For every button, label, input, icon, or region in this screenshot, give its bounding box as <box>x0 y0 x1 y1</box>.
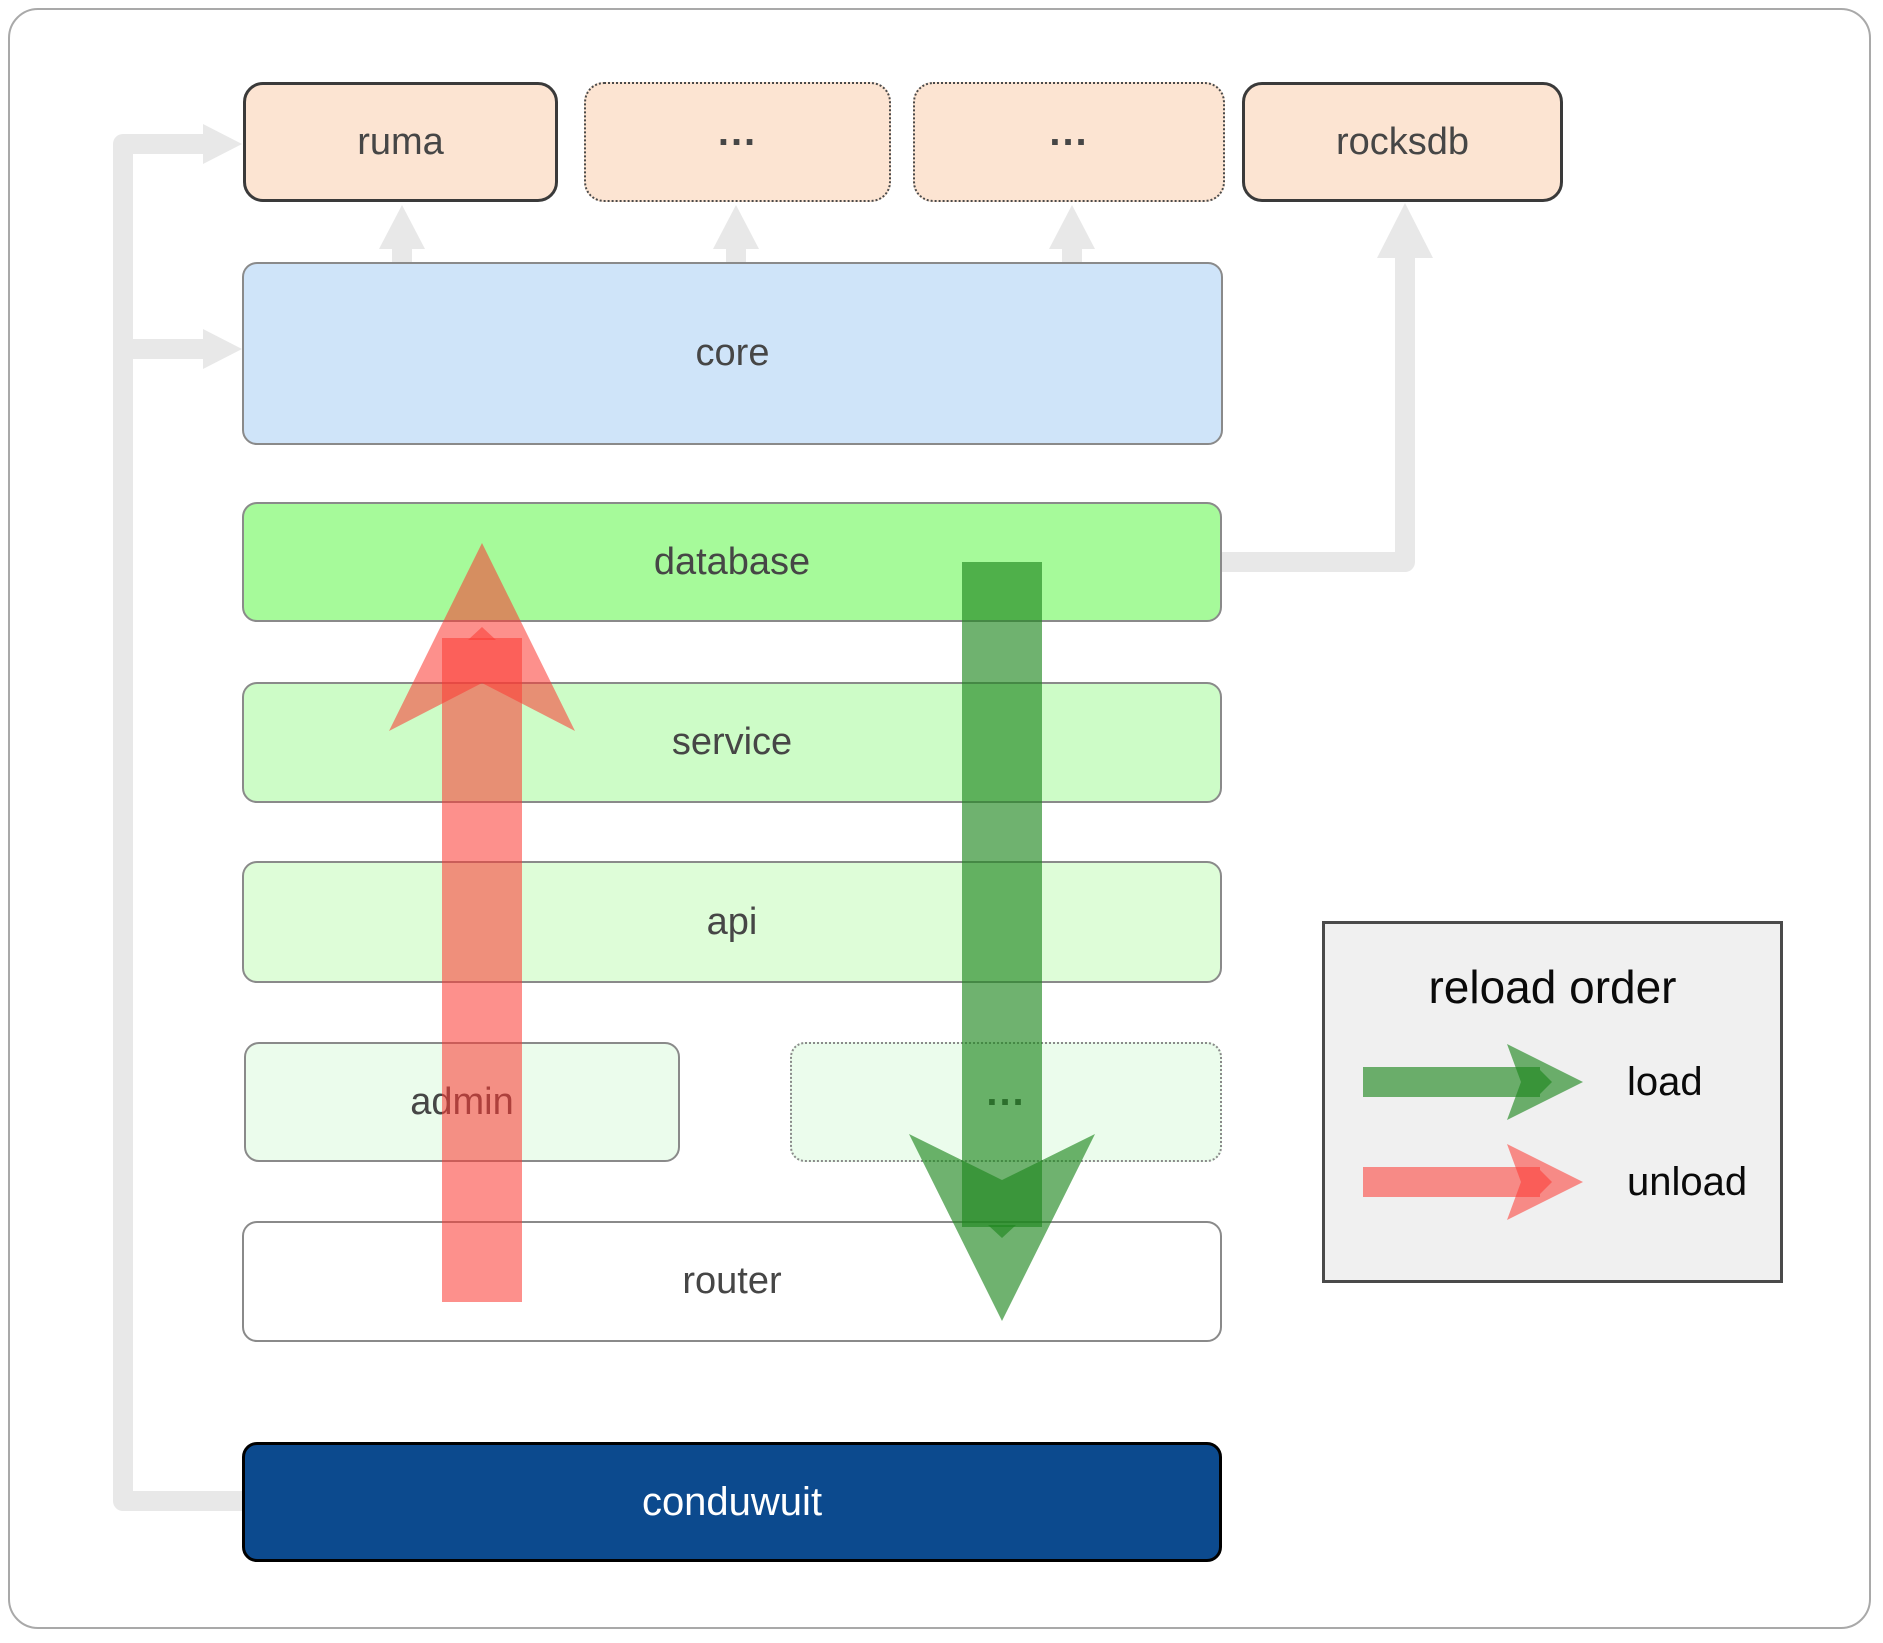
node-api-label: api <box>706 900 758 943</box>
node-service: service <box>242 682 1222 803</box>
node-ellipsis-1: ... <box>584 82 891 202</box>
node-ellipsis-2: ... <box>913 82 1225 202</box>
node-ruma: ruma <box>243 82 558 202</box>
legend-box: reload order <box>1322 921 1783 1283</box>
node-database-label: database <box>653 540 811 583</box>
node-ellipsis-1-label: ... <box>717 109 758 154</box>
node-database: database <box>242 502 1222 622</box>
node-router-label: router <box>682 1260 782 1302</box>
node-ellipsis-3: ... <box>790 1042 1222 1162</box>
node-ruma-label: ruma <box>357 120 444 163</box>
node-service-label: service <box>671 721 793 763</box>
legend-title: reload order <box>1428 961 1677 1013</box>
diagram-border <box>8 8 1871 1629</box>
node-rocksdb: rocksdb <box>1242 82 1563 202</box>
node-conduwuit: conduwuit <box>242 1442 1222 1562</box>
node-admin-label: admin <box>410 1080 514 1123</box>
node-core-label: core <box>695 332 770 374</box>
node-core: core <box>242 262 1223 445</box>
node-router: router <box>242 1221 1222 1342</box>
node-conduwuit-label: conduwuit <box>641 1479 823 1524</box>
node-rocksdb-label: rocksdb <box>1335 120 1470 163</box>
node-ellipsis-3-label: ... <box>986 1069 1026 1114</box>
node-api: api <box>242 861 1222 983</box>
node-ellipsis-2-label: ... <box>1049 109 1089 154</box>
legend-unload-label: unload <box>1627 1159 1748 1204</box>
legend-load-label: load <box>1627 1059 1703 1104</box>
node-admin: admin <box>244 1042 680 1162</box>
